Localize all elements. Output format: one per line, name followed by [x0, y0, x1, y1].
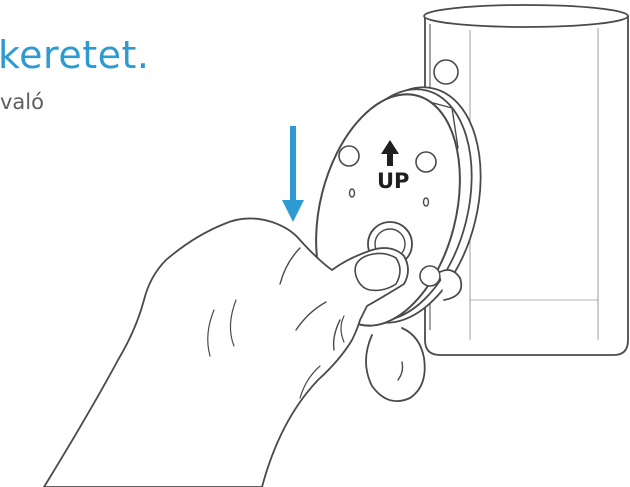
screw-hole-icon	[416, 152, 436, 172]
mount-up-label: UP	[377, 169, 409, 193]
hand	[44, 218, 461, 487]
screw-hole-icon	[420, 266, 440, 286]
camera-sensor	[434, 60, 458, 84]
down-arrow-icon	[282, 126, 304, 222]
screw-hole-icon	[339, 146, 359, 166]
